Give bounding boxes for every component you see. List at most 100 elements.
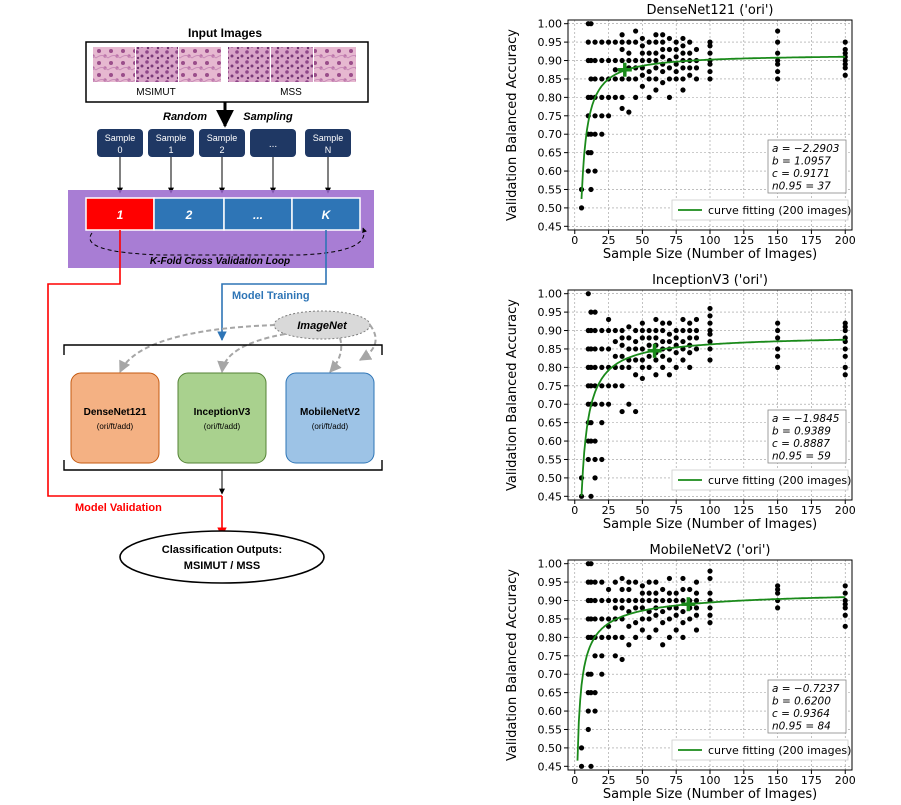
y-tick-label: 0.95 — [538, 576, 563, 589]
data-point — [626, 109, 632, 115]
x-tick-label: 100 — [700, 504, 721, 517]
data-point — [626, 57, 632, 64]
data-point — [592, 39, 598, 45]
data-point — [612, 39, 618, 45]
data-point — [605, 39, 612, 45]
data-point — [842, 57, 848, 64]
data-point — [605, 57, 612, 64]
fit-param-text: n0.95 = 84 — [772, 721, 831, 733]
sample-box-n: Sample N — [305, 129, 351, 157]
msimut-tissue-images — [93, 47, 221, 82]
input-images-title: Input Images — [188, 26, 262, 40]
data-point — [612, 383, 618, 389]
sample-box-2: Sample 2 — [199, 129, 245, 157]
data-point — [660, 320, 666, 326]
data-point — [775, 327, 781, 334]
model-variants: (ori/ft/add) — [204, 422, 241, 431]
fit-param-text: c = 0.8887 — [772, 438, 830, 450]
data-point — [693, 316, 700, 323]
data-point — [619, 327, 625, 334]
data-point — [605, 113, 612, 119]
data-point — [673, 39, 679, 45]
data-point — [673, 597, 679, 604]
data-point — [680, 338, 686, 345]
data-point — [585, 708, 591, 714]
data-point — [619, 32, 625, 38]
data-point — [639, 364, 645, 370]
x-tick-label: 125 — [733, 504, 754, 517]
fit-param-text: b = 0.9389 — [772, 426, 831, 438]
data-point — [599, 401, 605, 407]
data-point — [660, 39, 666, 45]
data-point — [626, 335, 632, 341]
fold-box-ellipsis — [223, 197, 293, 231]
x-tick-label: 0 — [571, 774, 578, 787]
data-point — [660, 327, 666, 334]
data-point — [707, 305, 713, 312]
data-point — [605, 616, 612, 622]
fit-param-text: b = 0.6200 — [772, 696, 831, 708]
data-point — [680, 620, 686, 626]
data-point — [585, 39, 591, 45]
data-point — [653, 627, 659, 633]
data-point — [626, 579, 632, 585]
data-point — [592, 690, 598, 696]
data-point — [599, 113, 605, 119]
legend-box — [671, 469, 849, 491]
data-point — [639, 35, 645, 42]
data-point — [693, 46, 700, 53]
y-tick-label: 0.50 — [538, 202, 563, 215]
data-point — [626, 39, 632, 45]
data-point — [660, 620, 666, 626]
data-point — [707, 331, 713, 337]
y-tick-label: 0.60 — [538, 435, 563, 448]
y-tick-label: 0.80 — [538, 631, 563, 644]
sample-box-index: 1 — [168, 145, 173, 155]
data-point — [592, 616, 598, 622]
data-point — [680, 575, 686, 582]
data-point — [639, 583, 645, 589]
data-point — [666, 94, 673, 100]
data-point — [653, 65, 659, 71]
data-point — [842, 346, 848, 352]
fit-param-text: c = 0.9171 — [772, 168, 830, 180]
x-tick-label: 75 — [669, 774, 683, 787]
mss-tissue-images — [228, 47, 356, 82]
data-point — [599, 57, 605, 64]
fit-curve — [580, 338, 846, 497]
data-point — [588, 346, 594, 352]
data-point — [612, 76, 618, 82]
data-point — [680, 76, 686, 82]
y-tick-label: 0.80 — [538, 361, 563, 374]
data-point — [687, 335, 693, 341]
data-point — [639, 57, 645, 64]
data-point — [660, 586, 666, 593]
x-axis-label: Sample Size (Number of Images) — [603, 517, 817, 532]
data-point — [619, 605, 625, 611]
data-point — [646, 364, 652, 370]
y-tick-label: 0.90 — [538, 595, 563, 608]
data-point — [612, 597, 618, 604]
data-point — [680, 87, 686, 93]
validation-path — [47, 230, 222, 497]
data-point — [673, 350, 679, 356]
data-point — [693, 612, 700, 618]
data-point — [633, 76, 639, 82]
imagenet-transfer-arrows — [119, 324, 377, 374]
data-point — [639, 83, 645, 89]
model-name: MobileNetV2 — [300, 407, 360, 418]
data-point — [680, 634, 686, 640]
data-point — [612, 67, 618, 73]
data-point — [680, 327, 686, 334]
data-point — [592, 708, 598, 714]
data-point — [673, 335, 679, 341]
data-point — [680, 35, 686, 42]
chart-title: InceptionV3 ('ori') — [652, 273, 768, 288]
data-point — [633, 372, 639, 378]
data-point — [592, 131, 598, 137]
model-training-label: Model Training — [232, 290, 310, 302]
data-point — [588, 493, 594, 499]
data-point — [646, 327, 652, 334]
data-point — [588, 597, 594, 604]
sample-box-index: 0 — [117, 145, 122, 155]
